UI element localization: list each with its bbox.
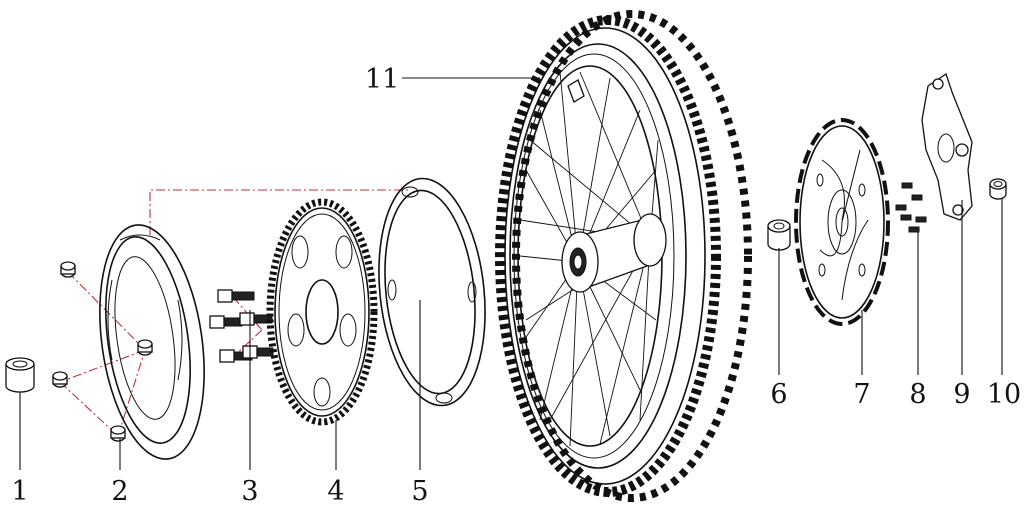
callout-10: 10 bbox=[987, 379, 1021, 410]
callout-11: 11 bbox=[365, 64, 399, 95]
callout-4: 4 bbox=[327, 476, 344, 507]
wheel-assembly-part bbox=[495, 10, 752, 502]
callout-3: 3 bbox=[241, 476, 258, 507]
sprocket-bolt-set-part bbox=[209, 289, 274, 363]
alignment-guides bbox=[59, 189, 408, 437]
callout-6: 6 bbox=[770, 379, 787, 410]
callout-9: 9 bbox=[953, 379, 970, 410]
sprocket-guard-plate-part bbox=[52, 224, 205, 460]
callout-labels: 1 2 3 4 5 6 7 8 9 10 11 bbox=[11, 64, 1021, 507]
callout-1: 1 bbox=[11, 476, 28, 507]
callout-8: 8 bbox=[909, 379, 926, 410]
standoff-bushings bbox=[52, 261, 153, 442]
spacer-part bbox=[5, 357, 35, 393]
leader-lines bbox=[19, 77, 1003, 470]
brake-caliper-bracket-part bbox=[921, 72, 973, 221]
disc-bolt-set-part bbox=[895, 182, 927, 233]
callout-5: 5 bbox=[411, 476, 428, 507]
axle-collar-part bbox=[989, 178, 1007, 200]
brake-disc-part bbox=[794, 118, 890, 326]
outer-guard-ring-part bbox=[378, 177, 486, 407]
rear-sprocket-part bbox=[266, 198, 378, 426]
callout-7: 7 bbox=[853, 379, 870, 410]
hub-spacer-part bbox=[767, 219, 791, 251]
callout-2: 2 bbox=[111, 476, 128, 507]
